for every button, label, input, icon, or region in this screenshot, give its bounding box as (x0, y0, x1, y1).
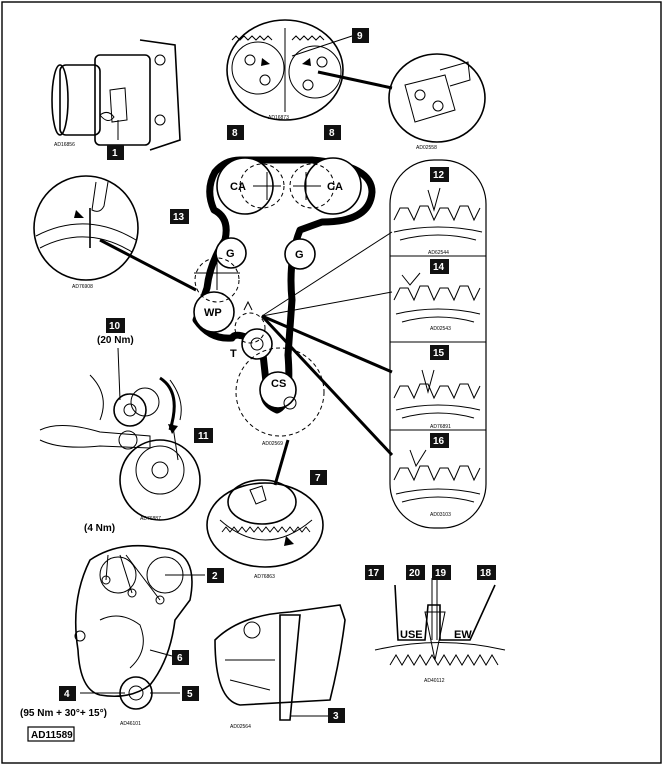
tensioner-pulley (234, 300, 273, 360)
svg-text:8: 8 (232, 128, 238, 139)
camshaft-alignment-detail (226, 19, 344, 121)
callout-14: 14 (430, 259, 449, 274)
callout-19: 19 (432, 565, 451, 580)
callout-11: 11 (194, 428, 213, 443)
callout-7: 7 (310, 470, 327, 485)
callout-12: 12 (430, 167, 449, 182)
label-g-left: G (226, 248, 235, 260)
label-t: T (230, 348, 237, 360)
tensioner-adjustment-detail (39, 374, 201, 521)
code-tooth12: AD62544 (428, 250, 449, 256)
timing-cover (74, 544, 193, 710)
code-wp-detail: AD76908 (72, 284, 93, 290)
code-tensioner-detail: AD16856 (54, 142, 75, 148)
torque-4: (95 Nm + 30°+ 15°) (20, 708, 107, 719)
leader-lines (99, 231, 394, 486)
svg-text:13: 13 (173, 212, 185, 223)
crankshaft-pulley (235, 347, 325, 437)
use-new-belt-detail (374, 578, 506, 666)
svg-text:17: 17 (368, 568, 380, 579)
svg-text:14: 14 (433, 262, 445, 273)
svg-text:2: 2 (212, 571, 218, 582)
callout-20: 20 (406, 565, 425, 580)
water-pump-alignment-detail (33, 175, 139, 281)
svg-text:18: 18 (480, 568, 492, 579)
code-cam-tool: AD02558 (416, 145, 437, 151)
callout-3: 3 (328, 708, 345, 723)
callout-5: 5 (182, 686, 199, 701)
wheel-text-use: USE (400, 629, 423, 641)
cam-locking-tool-detail (388, 53, 486, 143)
svg-text:16: 16 (433, 436, 445, 447)
tensioner-assembly-illustration (51, 39, 181, 151)
svg-text:5: 5 (187, 689, 193, 700)
svg-text:12: 12 (433, 170, 445, 181)
figure-reference: AD11589 (27, 726, 75, 742)
callout-1: 1 (107, 145, 124, 160)
label-ca-right: CA (327, 181, 343, 193)
label-wp: WP (204, 307, 222, 319)
callout-4: 4 (59, 686, 76, 701)
callout-10: 10 (106, 318, 125, 333)
callout-17: 17 (365, 565, 384, 580)
callout-8-right: 8 (324, 125, 341, 140)
guide-pulley-right (284, 238, 316, 270)
code-tooth14: AD02543 (430, 326, 451, 332)
code-cam-detail: AD16873 (268, 115, 289, 121)
wheel-text-ew: EW (454, 629, 472, 641)
svg-text:AD11589: AD11589 (31, 730, 73, 741)
label-ca-left: CA (230, 181, 246, 193)
svg-text:1: 1 (112, 148, 118, 159)
guide-pulley-left (215, 237, 247, 269)
torque-10: (20 Nm) (97, 335, 134, 346)
svg-text:10: 10 (109, 321, 121, 332)
code-cs-system: AD02569 (262, 441, 283, 447)
svg-text:3: 3 (333, 711, 339, 722)
callout-13: 13 (170, 209, 189, 224)
water-pump-pulley (193, 257, 240, 333)
callout-6: 6 (172, 650, 189, 665)
callout-18: 18 (477, 565, 496, 580)
crankshaft-sprocket-detail (206, 479, 324, 568)
callout-16: 16 (430, 433, 449, 448)
svg-text:19: 19 (435, 568, 447, 579)
label-cs: CS (271, 378, 286, 390)
svg-text:15: 15 (433, 348, 445, 359)
cam-pulley-left (216, 157, 285, 215)
code-cs-detail: AD76863 (254, 574, 275, 580)
code-tooth15: AD76891 (430, 424, 451, 430)
torque-2: (4 Nm) (84, 523, 115, 534)
svg-text:9: 9 (357, 31, 363, 42)
svg-text:6: 6 (177, 653, 183, 664)
callout-8-left: 8 (227, 125, 244, 140)
code-tension-tool: AD76887 (140, 516, 161, 522)
code-crank-tool: AD02564 (230, 724, 251, 730)
code-cover: AD46101 (120, 721, 141, 727)
svg-text:20: 20 (409, 568, 421, 579)
svg-text:11: 11 (198, 431, 209, 442)
svg-text:4: 4 (64, 689, 70, 700)
callout-15: 15 (430, 345, 449, 360)
callout-9: 9 (352, 28, 369, 43)
code-tooth16: AD03103 (430, 512, 451, 518)
cam-pulley-right (289, 157, 362, 215)
svg-text:7: 7 (315, 473, 321, 484)
label-g-right: G (295, 249, 304, 261)
callout-2: 2 (207, 568, 224, 583)
code-use-new: AD40112 (424, 678, 445, 684)
svg-text:8: 8 (329, 128, 335, 139)
crank-locking-tool (214, 604, 346, 721)
tooth-alignment-panel (389, 159, 487, 529)
